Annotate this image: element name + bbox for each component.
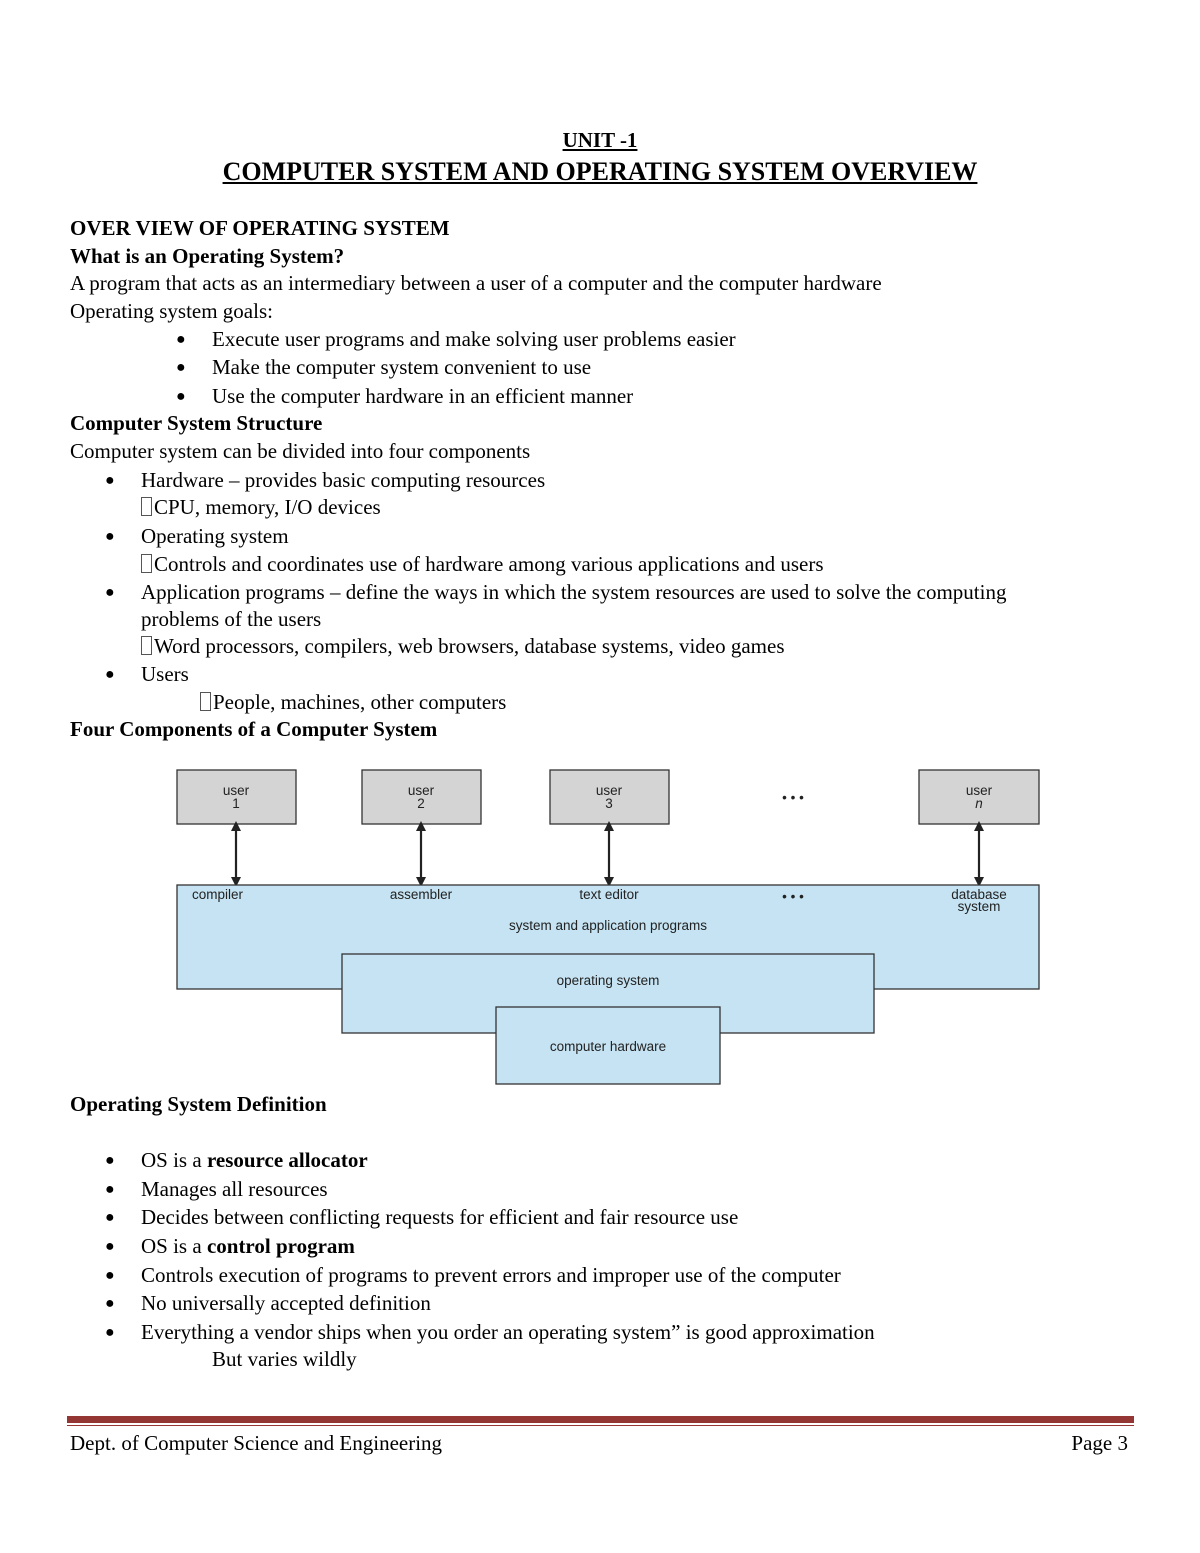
definition-item: Manages all resources [141,1177,328,1201]
user-number: 2 [417,796,425,811]
box-glyph-icon [141,636,152,655]
goal-item: Make the computer system convenient to u… [212,355,592,379]
box-glyph-icon [141,554,152,573]
bullet-icon: ● [105,528,115,545]
structure-sub-item: Controls and coordinates use of hardware… [141,551,824,578]
structure-item: Users [141,662,189,686]
hardware-layer [495,1006,721,1085]
four-components-diagram: user 1 user 2 user 3 user n • • • compil… [176,769,1040,1085]
user-label: user [223,783,250,798]
programs-layer-label: system and application programs [509,918,707,933]
footer-page-number: Page 3 [1071,1431,1128,1455]
structure-sub-item: CPU, memory, I/O devices [141,494,381,521]
footer-rule-thin [67,1425,1134,1426]
definition-heading: Operating System Definition [70,1092,327,1116]
question-heading: What is an Operating System? [70,244,345,268]
bullet-icon: ● [105,1295,115,1312]
program-database-system: system [958,899,1001,914]
structure-item: Application programs – define the ways i… [141,580,1007,604]
definition-item: OS is a resource allocator [141,1148,368,1172]
structure-heading: Computer System Structure [70,411,323,435]
bullet-icon: ● [105,1238,115,1255]
os-layer-label: operating system [557,973,660,988]
user-number: n [975,796,983,811]
ellipsis-programs: • • • [782,889,804,904]
program-database: database [951,887,1007,902]
user-box [176,769,297,825]
program-text-editor: text editor [579,887,639,902]
diagram-heading: Four Components of a Computer System [70,717,438,741]
bullet-icon: ● [105,472,115,489]
footer-rule [67,1416,1134,1423]
program-compiler: compiler [192,887,244,902]
page-title: COMPUTER SYSTEM AND OPERATING SYSTEM OVE… [222,157,978,186]
bullet-icon: ● [105,1267,115,1284]
unit-label: UNIT -1 [562,128,638,152]
os-definition-text: A program that acts as an intermediary b… [70,271,882,295]
user-label: user [408,783,435,798]
footer-department: Dept. of Computer Science and Engineerin… [70,1431,443,1455]
bullet-icon: ● [105,1152,115,1169]
bullet-icon: ● [105,666,115,683]
goal-item: Use the computer hardware in an efficien… [212,384,634,408]
goals-label: Operating system goals: [70,299,273,323]
definition-item: Everything a vendor ships when you order… [141,1320,875,1344]
box-glyph-icon [141,497,152,516]
user-box [549,769,670,825]
definition-item: Decides between conflicting requests for… [141,1205,739,1229]
hardware-layer-label: computer hardware [550,1039,666,1054]
structure-item: Hardware – provides basic computing reso… [141,468,546,492]
box-glyph-icon [200,692,211,711]
user-number: 1 [232,796,240,811]
structure-sub-item: Word processors, compilers, web browsers… [141,633,785,660]
bullet-icon: ● [105,1181,115,1198]
user-number: 3 [605,796,613,811]
user-label: user [966,783,993,798]
definition-trailing: But varies wildly [212,1347,357,1371]
bullet-icon: ● [105,1209,115,1226]
bullet-icon: ● [176,331,186,348]
bullet-icon: ● [176,388,186,405]
ellipsis-top: • • • [782,790,804,805]
program-assembler: assembler [390,887,453,902]
bullet-icon: ● [105,1324,115,1341]
overview-heading: OVER VIEW OF OPERATING SYSTEM [70,216,450,240]
user-box [361,769,482,825]
bullet-icon: ● [176,359,186,376]
definition-item: OS is a control program [141,1234,355,1258]
structure-item: Operating system [141,524,289,548]
definition-item: Controls execution of programs to preven… [141,1263,841,1287]
structure-intro: Computer system can be divided into four… [70,439,531,463]
user-box [918,769,1040,825]
user-label: user [596,783,623,798]
structure-sub-item: People, machines, other computers [200,689,506,716]
bullet-icon: ● [105,584,115,601]
structure-item-continued: problems of the users [141,607,322,631]
definition-item: No universally accepted definition [141,1291,431,1315]
goal-item: Execute user programs and make solving u… [212,327,736,351]
